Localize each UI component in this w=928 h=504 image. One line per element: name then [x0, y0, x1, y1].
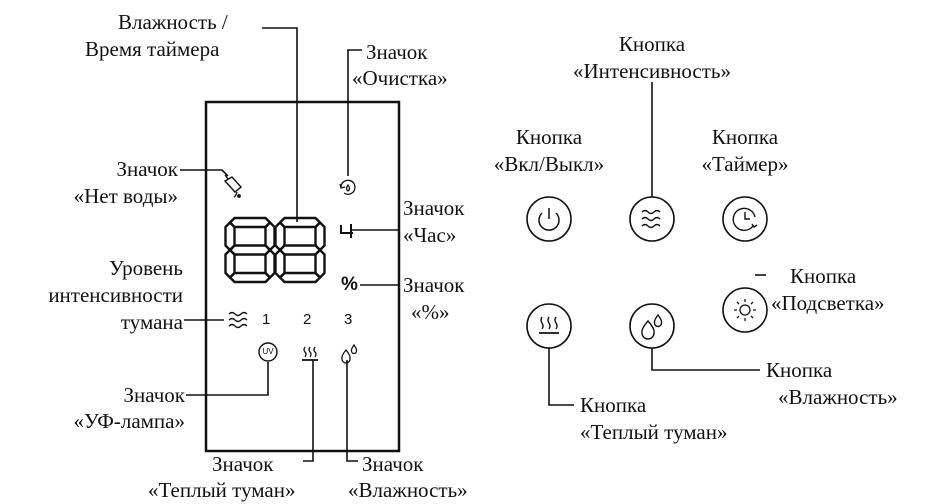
leader-lines: [180, 27, 766, 462]
leader-no-water: [180, 169, 229, 177]
timer-button[interactable]: [722, 196, 768, 242]
label-uv-line2: «УФ-лампа»: [73, 409, 185, 433]
label-warm-mist-btn-line2: «Теплый туман»: [580, 420, 728, 444]
leader-warm-mist-btn: [548, 348, 574, 406]
label-humidity-btn-line1: Кнопка: [766, 358, 833, 382]
label-percent-line2: «%»: [411, 300, 450, 324]
digit-2-segment-g: [278, 244, 322, 256]
label-humidity-icon-line1: Значок: [362, 452, 424, 476]
label-percent-line1: Значок: [403, 273, 465, 297]
digit-2-segment-a: [278, 216, 322, 229]
leader-humidity-icon: [346, 360, 358, 462]
percent-icon: %: [341, 274, 358, 295]
uv-lamp-icon: [258, 342, 278, 362]
label-no-water-line2: «Нет воды»: [73, 184, 178, 208]
display-digits: [224, 216, 326, 284]
digit-1-segment-c: [264, 248, 276, 279]
digit-1-segment-d: [228, 271, 272, 284]
level-number-1: 1: [262, 311, 271, 328]
label-warm-mist-icon-line1: Значок: [212, 452, 274, 476]
label-backlight-btn-line2: «Подсветка»: [771, 291, 885, 315]
leader-warm-mist-icon: [303, 360, 314, 462]
label-warm-mist-btn-line1: Кнопка: [580, 393, 647, 417]
backlight-button[interactable]: [722, 287, 768, 333]
label-intensity-btn-line1: Кнопка: [618, 32, 686, 56]
digit-2-segment-b: [314, 221, 326, 252]
label-mist-level-line1: Уровень: [109, 256, 183, 280]
digit-1-segment-a: [228, 216, 272, 229]
humidity-button[interactable]: [629, 303, 675, 349]
mist-level-icon: [228, 311, 248, 329]
warm-mist-button[interactable]: [526, 303, 572, 349]
level-number-3: 3: [344, 311, 353, 328]
warm-mist-icon: [302, 346, 318, 361]
uv-icon-text: UV: [262, 347, 274, 356]
digit-2-segment-f: [274, 221, 286, 252]
label-humidity-timer-line2: Время таймера: [85, 37, 220, 61]
label-clean-line2: «Очистка»: [352, 66, 448, 90]
power-icon: [538, 208, 560, 231]
level-number-2: 2: [303, 311, 312, 328]
leader-uv: [186, 362, 269, 396]
digit-1-segment-f: [224, 221, 236, 252]
humidity-icon: [641, 313, 663, 340]
label-hour-line1: Значок: [403, 196, 465, 220]
label-intensity-btn-line2: «Интенсивность»: [573, 59, 731, 83]
label-mist-level-line2: интенсивности: [48, 283, 183, 307]
clean-icon: [339, 179, 356, 195]
label-timer-btn-line2: «Таймер»: [701, 152, 789, 176]
display-panel: [204, 100, 401, 453]
label-warm-mist-icon-line2: «Теплый туман»: [148, 478, 296, 502]
label-power-btn-line1: Кнопка: [515, 125, 583, 149]
label-timer-btn-line1: Кнопка: [711, 125, 779, 149]
label-backlight-btn-line1: Кнопка: [790, 264, 857, 288]
digit-1-segment-b: [264, 221, 276, 252]
label-uv-line1: Значок: [123, 383, 185, 407]
digit-2-segment-c: [314, 248, 326, 279]
leader-humidity-timer: [262, 27, 298, 222]
label-clean-line1: Значок: [366, 40, 428, 64]
label-humidity-icon-line2: «Влажность»: [348, 478, 468, 502]
hour-icon: [340, 224, 353, 238]
digit-1-segment-g: [228, 244, 272, 256]
warm-mist-icon: [539, 316, 559, 334]
digit-1-segment-e: [224, 248, 236, 279]
digit-2-segment-d: [278, 271, 322, 284]
intensity-button[interactable]: [629, 196, 675, 242]
intensity-icon: [641, 209, 661, 229]
timer-icon: [732, 207, 758, 232]
label-hour-line2: «Час»: [403, 223, 457, 247]
humidity-icon: [341, 343, 358, 364]
leader-humidity-btn: [651, 348, 760, 371]
label-humidity-btn-line2: «Влажность»: [778, 385, 898, 409]
label-humidity-timer-line1: Влажность /: [118, 10, 228, 34]
digit-2-segment-e: [274, 248, 286, 279]
backlight-icon: [734, 299, 756, 321]
power-button[interactable]: [526, 196, 572, 242]
label-no-water-line1: Значок: [116, 157, 178, 181]
leader-clean: [347, 49, 362, 176]
no-water-icon: [223, 174, 243, 198]
label-mist-level-line3: тумана: [120, 310, 183, 334]
label-power-btn-line2: «Вкл/Выкл»: [493, 152, 605, 176]
